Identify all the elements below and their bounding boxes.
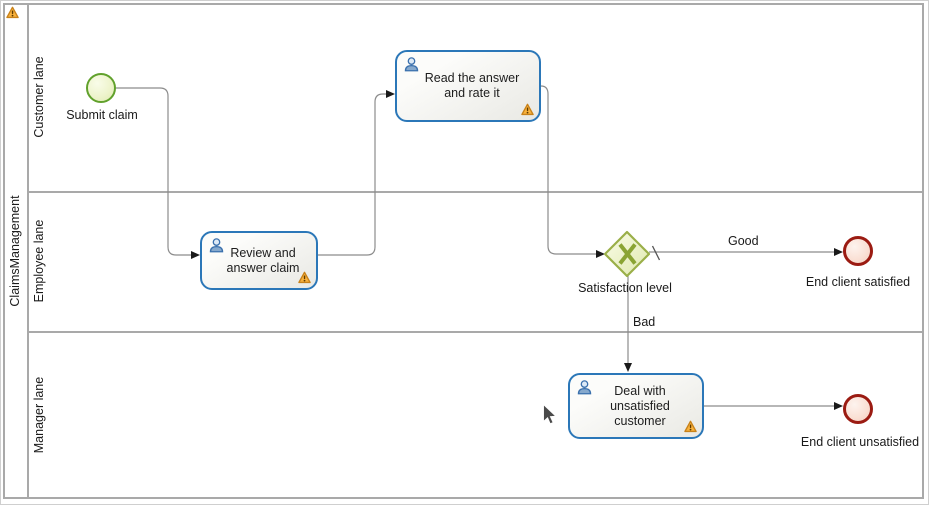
default-flow-marker (651, 245, 661, 261)
task-label: Review and answer claim (226, 245, 300, 275)
flow-start-to-review[interactable] (116, 87, 200, 259)
user-task-icon (577, 380, 592, 395)
flow-label-bad: Bad (633, 315, 656, 329)
warning-icon[interactable] (6, 6, 19, 19)
pool-claims-management[interactable] (3, 3, 924, 499)
lane-divider-customer-employee (29, 191, 924, 193)
task-deal-with-unsatisfied-customer[interactable]: Deal with unsatisfied customer (568, 373, 704, 439)
warning-icon[interactable] (298, 271, 311, 284)
mouse-cursor (543, 404, 557, 425)
flow-gateway-good-to-end-satisfied[interactable] (649, 245, 843, 261)
flow-deal-to-end-unsatisfied[interactable] (704, 402, 843, 410)
end-event-client-satisfied[interactable] (843, 236, 873, 266)
task-review-and-answer-claim[interactable]: Review and answer claim (200, 231, 318, 290)
flow-review-to-read[interactable] (318, 90, 395, 256)
task-read-the-answer-and-rate-it[interactable]: Read the answer and rate it (395, 50, 541, 122)
pool-name-band-divider (27, 3, 29, 499)
end-event-label-satisfied: End client satisfied (805, 275, 911, 289)
flow-gateway-bad-to-deal[interactable] (624, 276, 632, 372)
task-label: Deal with unsatisfied customer (610, 383, 670, 428)
flow-read-to-gateway[interactable] (540, 85, 605, 258)
warning-icon[interactable] (684, 420, 697, 433)
start-event-label: Submit claim (66, 108, 138, 122)
start-event-submit-claim[interactable] (86, 73, 116, 103)
user-task-icon (209, 238, 224, 253)
user-task-icon (404, 57, 419, 72)
gateway-satisfaction-level[interactable] (603, 230, 651, 278)
end-event-label-unsatisfied: End client unsatisfied (800, 435, 920, 449)
task-label: Read the answer and rate it (424, 71, 520, 100)
lane-divider-employee-manager (29, 331, 924, 333)
gateway-label: Satisfaction level (578, 281, 672, 295)
warning-icon[interactable] (521, 103, 534, 116)
end-event-client-unsatisfied[interactable] (843, 394, 873, 424)
flow-label-good: Good (728, 234, 759, 248)
exclusive-x-icon (618, 243, 637, 265)
